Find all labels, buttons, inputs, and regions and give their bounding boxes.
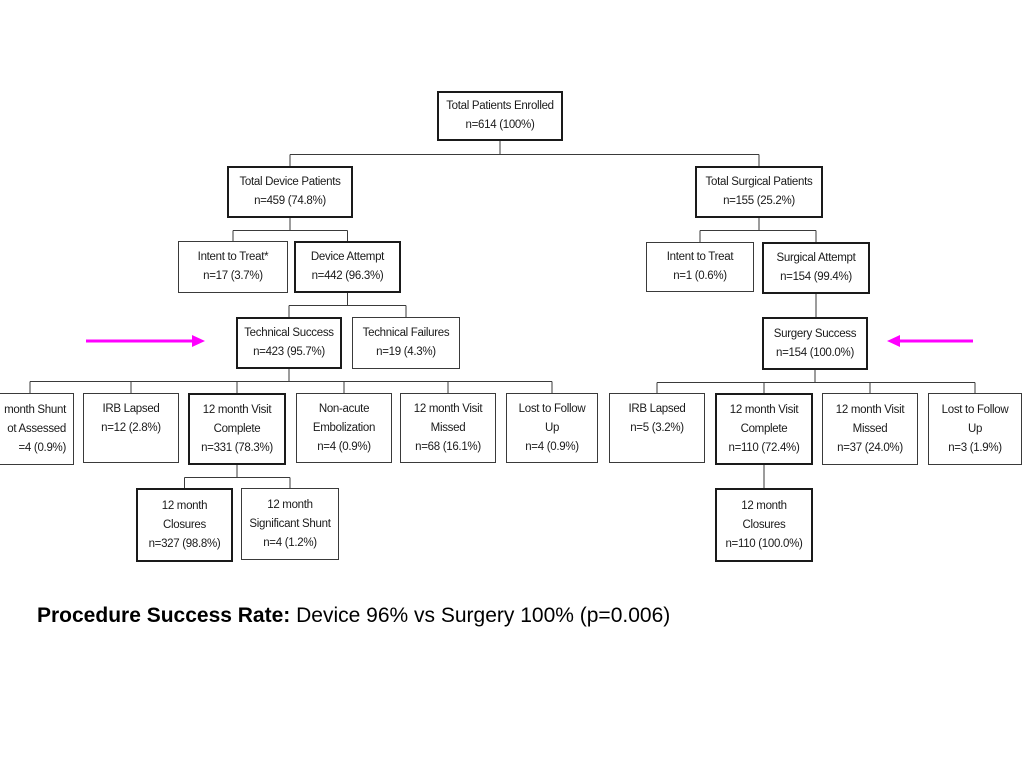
node-technical-failures: Technical Failures n=19 (4.3%) bbox=[352, 317, 460, 369]
node-device-irb-lapsed: IRB Lapsed n=12 (2.8%) bbox=[83, 393, 179, 463]
node-line: 12 month bbox=[741, 499, 787, 512]
node-line: Complete bbox=[740, 422, 788, 435]
node-line: IRB Lapsed bbox=[628, 403, 686, 415]
node-technical-success: Technical Success n=423 (95.7%) bbox=[236, 317, 342, 369]
node-line: Significant Shunt bbox=[249, 517, 331, 530]
node-line: =4 (0.9%) bbox=[18, 441, 67, 454]
node-line: Missed bbox=[852, 422, 888, 435]
node-line: 12 month bbox=[161, 499, 208, 512]
node-line: Missed bbox=[430, 421, 466, 434]
node-surgical-attempt: Surgical Attempt n=154 (99.4%) bbox=[762, 242, 870, 294]
caption-label: Procedure Success Rate: bbox=[37, 604, 291, 627]
node-line: n=110 (72.4%) bbox=[728, 441, 800, 454]
node-line: Intent to Treat* bbox=[197, 251, 269, 263]
arrow-to-surgery-success bbox=[887, 335, 973, 347]
node-line: n=442 (96.3%) bbox=[311, 270, 384, 282]
node-line: Up bbox=[967, 422, 983, 435]
node-line: n=327 (98.8%) bbox=[148, 537, 221, 550]
node-line: n=4 (0.9%) bbox=[525, 440, 579, 453]
node-line: 12 month Visit bbox=[413, 402, 483, 415]
tree-connectors bbox=[29, 141, 976, 488]
node-line: n=331 (78.3%) bbox=[201, 441, 273, 454]
node-line: Non-acute bbox=[318, 402, 370, 415]
node-total-device-patients: Total Device Patients n=459 (74.8%) bbox=[227, 166, 353, 218]
node-line: ot Assessed bbox=[7, 422, 66, 435]
node-line: 12 month bbox=[267, 498, 313, 511]
node-line: n=155 (25.2%) bbox=[723, 195, 795, 207]
node-surgery-success: Surgery Success n=154 (100.0%) bbox=[762, 317, 868, 370]
node-line: Up bbox=[544, 421, 560, 434]
node-line: n=459 (74.8%) bbox=[254, 195, 326, 207]
node-line: Intent to Treat bbox=[666, 251, 734, 263]
highlight-arrows bbox=[86, 335, 973, 347]
node-line: Total Surgical Patients bbox=[705, 176, 813, 188]
node-line: Technical Failures bbox=[362, 327, 450, 339]
node-line: n=4 (1.2%) bbox=[263, 536, 317, 549]
node-line: n=4 (0.9%) bbox=[317, 440, 371, 453]
node-line: n=19 (4.3%) bbox=[376, 346, 436, 358]
node-line: 12 month Visit bbox=[729, 403, 799, 416]
node-line: Lost to Follow bbox=[941, 403, 1009, 416]
node-line: n=12 (2.8%) bbox=[101, 422, 161, 434]
node-line: n=5 (3.2%) bbox=[630, 422, 684, 434]
node-line: n=110 (100.0%) bbox=[725, 537, 803, 550]
node-total-patients-enrolled: Total Patients Enrolled n=614 (100%) bbox=[437, 91, 563, 141]
node-device-intent-to-treat: Intent to Treat* n=17 (3.7%) bbox=[178, 241, 288, 293]
node-line: Closures bbox=[163, 518, 206, 531]
node-line: Total Patients Enrolled bbox=[446, 100, 554, 112]
node-line: Technical Success bbox=[244, 327, 334, 339]
node-line: Surgical Attempt bbox=[776, 252, 856, 264]
node-line: 12 month Visit bbox=[202, 403, 272, 416]
node-line: n=37 (24.0%) bbox=[837, 441, 903, 454]
node-surgical-irb-lapsed: IRB Lapsed n=5 (3.2%) bbox=[609, 393, 705, 463]
node-line: n=423 (95.7%) bbox=[253, 346, 325, 358]
node-line: n=68 (16.1%) bbox=[415, 440, 481, 453]
procedure-success-caption: Procedure Success Rate: Device 96% vs Su… bbox=[37, 604, 670, 628]
node-line: 12 month Visit bbox=[835, 403, 905, 416]
node-line: Total Device Patients bbox=[239, 176, 341, 188]
node-line: Surgery Success bbox=[773, 327, 857, 340]
node-line: month Shunt bbox=[4, 403, 66, 416]
node-surgical-intent-to-treat: Intent to Treat n=1 (0.6%) bbox=[646, 242, 754, 292]
node-line: Embolization bbox=[312, 421, 376, 434]
node-line: Device Attempt bbox=[310, 251, 385, 263]
node-line: IRB Lapsed bbox=[102, 403, 160, 415]
node-device-shunt-not-assessed: month Shunt ot Assessed =4 (0.9%) bbox=[0, 393, 74, 465]
node-line: Closures bbox=[742, 518, 786, 531]
node-line: n=3 (1.9%) bbox=[948, 441, 1002, 454]
node-line: Lost to Follow bbox=[518, 402, 586, 415]
caption-text: Device 96% vs Surgery 100% (p=0.006) bbox=[290, 604, 671, 627]
arrow-to-technical-success bbox=[86, 335, 205, 347]
node-device-attempt: Device Attempt n=442 (96.3%) bbox=[294, 241, 401, 293]
node-line: Complete bbox=[213, 422, 261, 435]
node-line: n=1 (0.6%) bbox=[673, 270, 727, 282]
node-line: n=154 (100.0%) bbox=[776, 346, 854, 359]
node-line: n=614 (100%) bbox=[465, 119, 535, 131]
node-total-surgical-patients: Total Surgical Patients n=155 (25.2%) bbox=[695, 166, 823, 218]
node-line: n=17 (3.7%) bbox=[203, 270, 263, 282]
node-line: n=154 (99.4%) bbox=[780, 271, 852, 283]
